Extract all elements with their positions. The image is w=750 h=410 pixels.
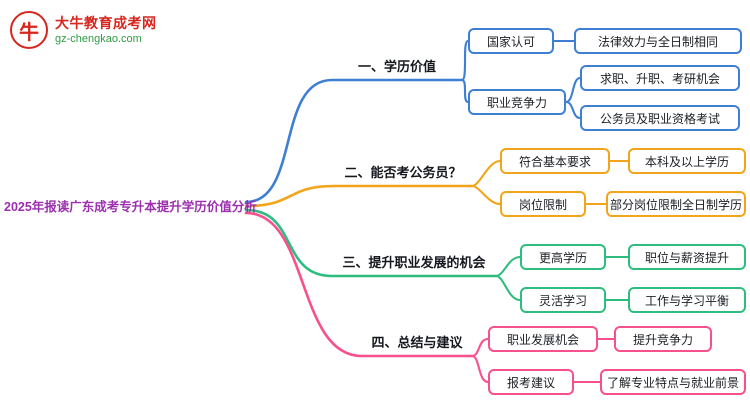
connector-branch1-main	[244, 78, 464, 204]
node-career-competitiveness: 职业竞争力	[468, 89, 566, 115]
bull-icon-glyph: 牛	[19, 21, 39, 44]
branch-label-career-development: 三、提升职业发展的机会	[342, 255, 486, 270]
node-major-employment-outlook: 了解专业特点与就业前景	[600, 369, 746, 395]
node-competitiveness-boost: 提升竞争力	[614, 326, 712, 352]
connector-branch1-child2-down	[564, 100, 582, 120]
node-job-promotion-postgrad: 求职、升职、考研机会	[580, 65, 740, 91]
site-logo: 牛 大牛教育成考网 gz-chengkao.com	[10, 11, 157, 49]
connector-branch3-main	[244, 208, 498, 278]
connector-branch1-split-up	[460, 39, 470, 82]
node-position-salary-increase: 职位与薪资提升	[628, 244, 746, 270]
central-topic: 2025年报读广东成考专升本提升学历价值分析	[4, 200, 257, 214]
node-application-advice: 报考建议	[488, 369, 574, 395]
connector-branch1-split-down	[460, 78, 470, 104]
node-basic-requirements: 符合基本要求	[500, 148, 610, 174]
node-bachelor-or-above: 本科及以上学历	[628, 148, 746, 174]
node-position-restrictions: 岗位限制	[500, 191, 586, 217]
logo-text: 大牛教育成考网 gz-chengkao.com	[55, 15, 157, 46]
connector-branch2-split-up	[470, 159, 502, 188]
branch-label-education-value: 一、学历价值	[357, 59, 436, 74]
connector-branch2-split-down	[470, 184, 502, 206]
bull-icon: 牛	[10, 11, 48, 49]
node-national-recognition: 国家认可	[468, 28, 554, 54]
branch-label-civil-service: 二、能否考公务员？	[344, 165, 462, 180]
connector-branch4-split-down	[470, 354, 490, 384]
node-flexible-learning: 灵活学习	[520, 287, 606, 313]
connector-branch2-main	[244, 184, 474, 208]
node-civil-service-qualification: 公务员及职业资格考试	[580, 105, 740, 131]
node-higher-education: 更高学历	[520, 244, 606, 270]
branch-label-summary-advice: 四、总结与建议	[371, 335, 463, 350]
node-work-study-balance: 工作与学习平衡	[628, 287, 746, 313]
site-name: 大牛教育成考网	[55, 14, 157, 31]
node-career-opportunities: 职业发展机会	[488, 326, 598, 352]
connector-branch4-split-up	[470, 337, 490, 358]
node-legal-effect: 法律效力与全日制相同	[574, 28, 742, 54]
connector-branch3-split-up	[494, 255, 522, 278]
node-fulltime-only-positions: 部分岗位限制全日制学历	[606, 191, 746, 217]
connector-branch3-split-down	[494, 274, 522, 302]
connector-branch4-main	[244, 211, 474, 358]
connector-branch1-child2-up	[564, 76, 582, 104]
site-url: gz-chengkao.com	[55, 32, 142, 45]
